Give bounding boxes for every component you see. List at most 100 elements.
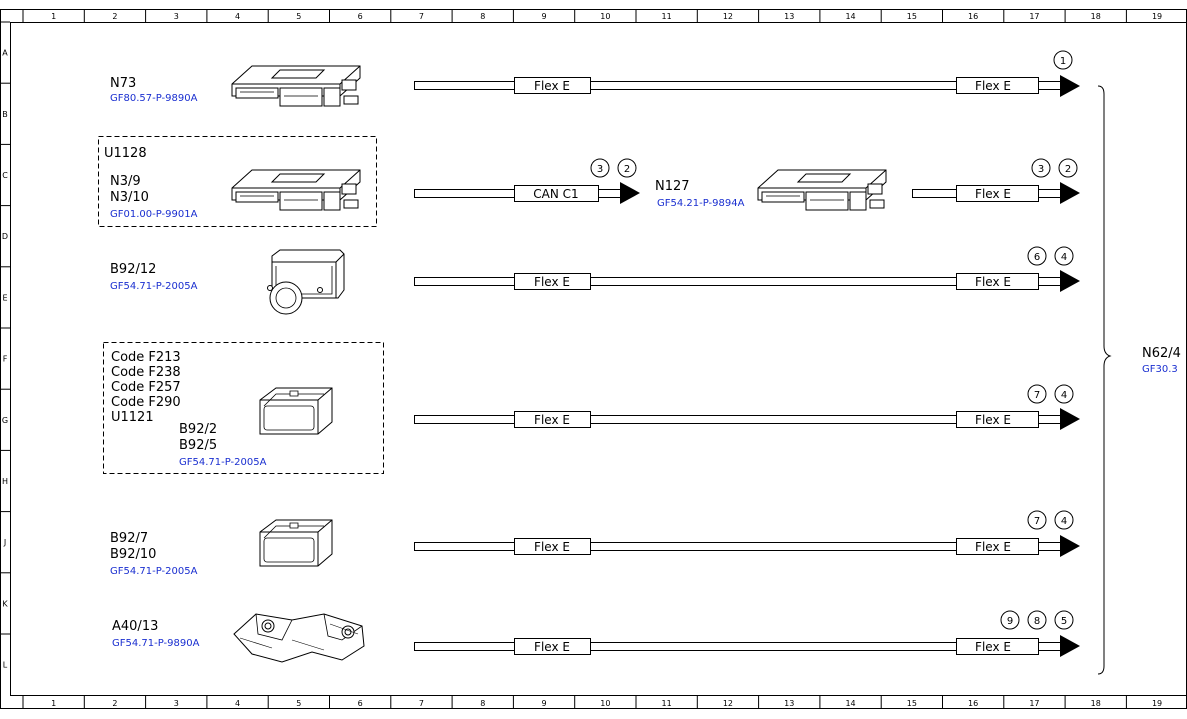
bus-label: Flex E	[975, 187, 1011, 201]
grid-column-label: 4	[235, 699, 240, 708]
connector-marker	[1054, 384, 1074, 404]
grid-column-label: 10	[600, 12, 610, 21]
grid-column-label: 18	[1091, 699, 1101, 708]
bus-label: Flex E	[534, 413, 570, 427]
connector-marker-number: 4	[1061, 390, 1067, 401]
b92-7-ref[interactable]: GF54.71-P-2005A	[110, 566, 198, 577]
grid-row-label: E	[2, 293, 7, 302]
connector-marker	[1054, 610, 1074, 630]
grid-column-label: 11	[662, 12, 672, 21]
grid-column-label: 13	[784, 12, 794, 21]
grid-row-label: D	[2, 232, 8, 241]
bus-label-box	[514, 77, 591, 94]
bus-label-box	[514, 411, 591, 428]
n62-4-ref[interactable]: GF30.3	[1142, 364, 1178, 375]
bus-label: Flex E	[975, 540, 1011, 554]
b92-2-sensor-drawing	[259, 387, 333, 435]
a40-13-label: A40/13	[112, 619, 158, 634]
connector-marker	[1054, 510, 1074, 530]
bus-label: Flex E	[975, 275, 1011, 289]
connector-marker	[1027, 384, 1047, 404]
grid-column-label: 9	[542, 699, 547, 708]
connector-marker	[617, 158, 637, 178]
connector-marker	[1027, 610, 1047, 630]
bus-label-box	[956, 411, 1039, 428]
u1121-label: U1121	[111, 410, 154, 425]
u1128-group-outline	[98, 136, 377, 227]
connector-marker-number: 3	[597, 164, 603, 175]
code-f290-label: Code F290	[111, 395, 181, 410]
b92-12-label: B92/12	[110, 262, 156, 277]
bus-row-1: Flex E Flex E 1	[414, 50, 1080, 97]
connector-marker	[1000, 610, 1020, 630]
bus-row-2: Flex E 3 2	[912, 158, 1080, 204]
n73-ecu-drawing	[231, 65, 361, 107]
connector-marker-number: 8	[1034, 616, 1040, 627]
grid-column-label: 16	[968, 699, 978, 708]
grid-column-label: 14	[845, 699, 855, 708]
b92-7-sensor-drawing	[259, 519, 333, 567]
code-f238-label: Code F238	[111, 365, 181, 380]
a40-13-module-drawing	[233, 613, 365, 663]
connector-marker-number: 5	[1061, 616, 1067, 627]
drawing-frame-inner	[10, 22, 1187, 696]
codes-ref[interactable]: GF54.71-P-2005A	[179, 457, 267, 468]
codes-group-outline	[103, 342, 384, 474]
bus-arrow	[1060, 408, 1080, 430]
grid-column-label: 2	[112, 699, 117, 708]
bus-arrow	[1060, 535, 1080, 557]
grid-column-label: 11	[662, 699, 672, 708]
u1128-ref[interactable]: GF01.00-P-9901A	[110, 209, 198, 220]
bus-label: Flex E	[975, 79, 1011, 93]
grid-column-label: 17	[1029, 699, 1039, 708]
bus-label-box	[956, 638, 1039, 655]
grid-row-label: G	[2, 416, 8, 425]
grid-column-label: 9	[542, 12, 547, 21]
grid-row-label: A	[2, 49, 8, 58]
bus-line	[414, 81, 1039, 90]
a40-13-ref[interactable]: GF54.71-P-9890A	[112, 638, 200, 649]
b92-12-ref[interactable]: GF54.71-P-2005A	[110, 281, 198, 292]
connector-marker-number: 4	[1061, 252, 1067, 263]
n62-4-brace	[1097, 85, 1112, 675]
grid-column-label: 16	[968, 12, 978, 21]
grid-column-label: 12	[723, 12, 733, 21]
u1128-label: U1128	[104, 146, 147, 161]
grid-column-label: 8	[480, 699, 485, 708]
n3-9-label: N3/9	[110, 174, 141, 189]
n127-ref[interactable]: GF54.21-P-9894A	[657, 198, 745, 209]
bus-label: Flex E	[534, 640, 570, 654]
bus-arrow	[1060, 75, 1080, 97]
grid-column-label: 6	[358, 699, 363, 708]
n73-label: N73	[110, 76, 136, 91]
bus-label: Flex E	[975, 413, 1011, 427]
grid-column-label: 10	[600, 699, 610, 708]
bus-arrow	[620, 182, 640, 204]
bus-label: Flex E	[534, 540, 570, 554]
n127-ecu-drawing	[757, 169, 887, 211]
connector-marker	[1027, 510, 1047, 530]
bus-can-segment: CAN C1 3 2	[414, 158, 640, 204]
connector-marker	[1031, 158, 1051, 178]
bus-label-box	[956, 273, 1039, 290]
grid-column-label: 4	[235, 12, 240, 21]
bus-label-box	[956, 185, 1039, 202]
grid-column-label: 17	[1029, 12, 1039, 21]
connector-marker-number: 2	[1065, 164, 1071, 175]
grid-column-label: 15	[907, 12, 917, 21]
grid-column-label: 3	[174, 12, 179, 21]
bus-label: Flex E	[534, 275, 570, 289]
grid-row-label: K	[2, 599, 8, 608]
grid-column-label: 5	[296, 12, 301, 21]
grid-column-label: 15	[907, 699, 917, 708]
bus-row-4: Flex E Flex E 7 4	[414, 384, 1080, 430]
bus-label-box	[956, 538, 1039, 555]
grid-column-label: 19	[1152, 12, 1162, 21]
b92-5-label: B92/5	[179, 438, 217, 453]
n73-ref[interactable]: GF80.57-P-9890A	[110, 93, 198, 104]
code-f213-label: Code F213	[111, 350, 181, 365]
connector-marker	[1054, 246, 1074, 266]
